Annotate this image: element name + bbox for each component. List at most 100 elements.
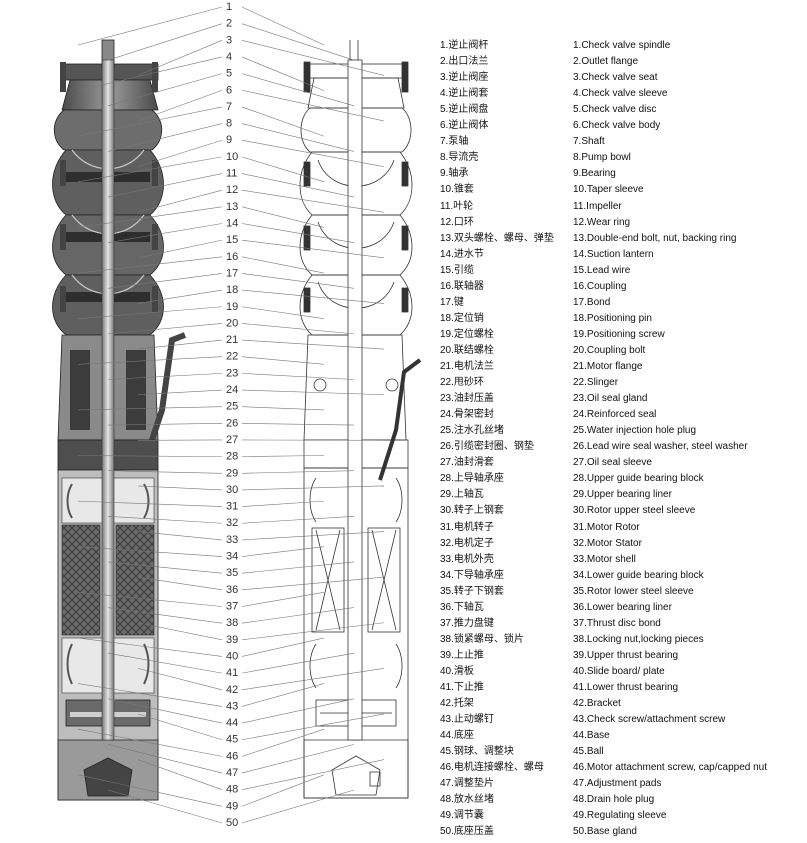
legend-item-english: 48.Drain hole plug (573, 794, 655, 806)
leader-line-right (241, 156, 325, 183)
legend-item-chinese: 47.调整垫片 (440, 778, 494, 790)
legend-item-english: 35.Rotor lower steel sleeve (573, 585, 694, 597)
leader-line-right (241, 189, 385, 213)
leader-line-left (77, 156, 223, 183)
callout-number: 19 (226, 301, 238, 313)
callout-number: 42 (226, 684, 238, 696)
legend-item-chinese: 5.逆止阀盘 (440, 104, 489, 116)
leader-line-right (241, 206, 325, 228)
legend-item-chinese: 8.导流壳 (440, 152, 479, 164)
leader-line-left (137, 189, 223, 213)
leader-line-right (241, 356, 325, 365)
legend-item-chinese: 4.逆止阀套 (440, 88, 489, 100)
callout-number: 30 (226, 484, 238, 496)
callout-number: 49 (226, 800, 238, 812)
legend-item-chinese: 24.骨架密封 (440, 409, 494, 421)
leader-line-left (137, 89, 223, 122)
leader-line-right (241, 683, 325, 707)
callout-number: 36 (226, 584, 238, 596)
leader-line-right (241, 239, 385, 259)
legend-item-english: 25.Water injection hole plug (573, 425, 697, 437)
leader-line-left (107, 789, 223, 824)
leader-line-right (241, 637, 325, 657)
leader-line-right (241, 73, 355, 107)
callout-number: 7 (226, 101, 232, 113)
leader-line-left (77, 206, 223, 228)
legend-item-english: 28.Upper guide bearing block (573, 473, 704, 485)
leader-line-left (107, 73, 223, 107)
callout-number: 5 (226, 68, 232, 80)
legend-item-chinese: 22.甩砂环 (440, 377, 484, 389)
leader-line-left (77, 592, 223, 607)
legend-item-chinese: 32.电机定子 (440, 537, 494, 549)
leader-line-left (77, 546, 223, 557)
leader-line-right (241, 106, 325, 137)
legend-item-english: 49.Regulating sleeve (573, 810, 667, 822)
legend-item-chinese: 42.托架 (440, 698, 474, 710)
legend-item-english: 4.Check valve sleeve (573, 88, 668, 100)
callout-number: 45 (226, 734, 238, 746)
legend-item-chinese: 3.逆止阀座 (440, 72, 489, 84)
legend-item-english: 32.Motor Stator (573, 537, 642, 549)
leader-line-right (241, 576, 385, 591)
legend-item-english: 36.Lower bearing liner (573, 601, 672, 613)
legend-item-english: 31.Motor Rotor (573, 521, 640, 533)
legend-item-english: 19.Positioning screw (573, 328, 665, 340)
leader-line-left (77, 637, 223, 657)
legend-item-chinese: 44.底座 (440, 730, 474, 742)
leader-line-right (241, 713, 385, 741)
right-line-section (299, 40, 422, 799)
legend-item-english: 11.Impeller (573, 200, 622, 212)
leader-line-right (241, 389, 385, 395)
callout-number: 15 (226, 234, 238, 246)
leader-line-right (241, 668, 385, 691)
leader-line-right (241, 531, 385, 541)
legend-item-chinese: 37.推力盘键 (440, 617, 494, 629)
callout-number: 16 (226, 251, 238, 263)
legend-item-chinese: 20.联结螺栓 (440, 344, 494, 356)
callout-number: 25 (226, 401, 238, 413)
leader-line-left (107, 373, 223, 380)
legend-item-chinese: 11.叶轮 (440, 200, 474, 212)
legend-item-chinese: 41.下止推 (440, 682, 484, 693)
leader-line-right (241, 89, 385, 122)
callout-number: 37 (226, 601, 238, 613)
legend-item-english: 14.Suction lantern (573, 248, 654, 260)
legend-item-chinese: 15.引缆 (440, 264, 474, 276)
leader-line-left (107, 323, 223, 335)
legend-item-english: 20.Coupling bolt (573, 344, 646, 356)
callout-number: 18 (226, 284, 238, 296)
callout-number: 32 (226, 517, 238, 529)
leader-line-left (137, 139, 223, 167)
legend-item-chinese: 34.下导轴承座 (440, 569, 504, 581)
legend-item-chinese: 35.转子下钢套 (440, 585, 504, 597)
legend-item-chinese: 43.止动螺钉 (440, 714, 494, 726)
leader-line-left (107, 698, 223, 724)
legend-item-chinese: 12.口环 (440, 216, 474, 228)
leader-line-left (107, 744, 223, 774)
leader-line-right (241, 470, 355, 474)
leader-line-left (137, 759, 223, 790)
legend-item-chinese: 25.注水孔丝堵 (440, 425, 504, 437)
legend-item-english: 33.Motor shell (573, 553, 636, 565)
legend-item-chinese: 33.电机外壳 (440, 553, 494, 565)
callout-number: 13 (226, 201, 238, 213)
callout-number: 6 (226, 84, 232, 96)
callout-labels: 1234567891011121314151617181920212223242… (77, 1, 385, 829)
leader-line-right (241, 273, 355, 289)
legend-item-chinese: 40.滑板 (440, 665, 474, 677)
legend-item-english: 5.Check valve disc (573, 104, 657, 116)
legend-item-english: 13.Double-end bolt, nut, backing ring (573, 232, 737, 244)
legend-item-chinese: 39.上止推 (440, 649, 484, 661)
leader-line-left (107, 652, 223, 674)
legend-item-chinese: 49.调节囊 (440, 810, 484, 822)
legend-item-chinese: 48.放水丝堵 (440, 794, 494, 806)
leader-line-right (241, 40, 385, 76)
legend-item-english: 10.Taper sleeve (573, 184, 644, 196)
callout-number: 48 (226, 784, 238, 796)
callout-number: 34 (226, 551, 238, 563)
leader-line-left (77, 728, 223, 757)
leader-line-right (241, 622, 385, 641)
leader-line-left (137, 339, 223, 350)
